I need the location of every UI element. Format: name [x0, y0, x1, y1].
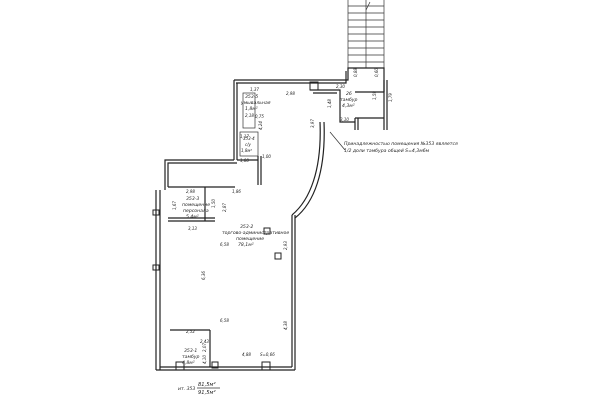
dim-179: 1,79: [388, 93, 393, 102]
dim-148: 1,48: [327, 99, 332, 108]
dim-658-b: 6,58: [220, 318, 229, 323]
dim-658-a: 6,58: [220, 242, 229, 247]
dim-075: 0,75: [255, 114, 264, 119]
interior-partitions: [168, 92, 262, 367]
dim-230: 2,30: [336, 84, 345, 89]
r2-id: 353-2: [240, 224, 253, 230]
r5-area: 1,8м²: [245, 106, 258, 112]
r2-area: 78,1м²: [238, 242, 254, 248]
totals-label: ит. 353: [178, 386, 195, 392]
dim-207: 2,07: [202, 343, 207, 352]
r3-name: помещение: [182, 203, 210, 208]
dim-310: 3,10: [340, 117, 349, 122]
dim-636: 6,36: [201, 271, 206, 280]
r3-id: 353-3: [186, 196, 199, 202]
r6-id: 26: [346, 91, 352, 97]
dim-167: 1,67: [172, 201, 177, 210]
r3-area: 5,4м²: [186, 214, 199, 220]
dim-218: 2,18: [245, 113, 254, 118]
r6-name: тамбур: [340, 97, 358, 103]
dim-100a: 1,00: [262, 154, 271, 159]
dim-293: 2,93: [283, 241, 288, 250]
columns: [152, 81, 319, 371]
dim-243: 2,43: [200, 339, 209, 344]
dim-410: 4,10: [202, 355, 207, 364]
dim-424: 4,24: [258, 121, 263, 130]
note-line2: 1/2 доли тамбура общей S=4,3м6м: [344, 148, 430, 154]
r5-id: 353-5: [245, 94, 258, 100]
total-1: 81,5м²: [198, 382, 216, 388]
note-line1: Принадлежностью помещения №353 является: [344, 141, 458, 147]
dim-s: S=0,66: [260, 352, 275, 357]
dim-117: 1,17: [240, 134, 249, 139]
upper-right-walls: [310, 80, 388, 151]
dim-298-mid: 2,98: [186, 189, 195, 194]
r3-name2: персонала: [183, 209, 209, 214]
r5-name: умывальная: [240, 101, 271, 106]
dim-060: 0,60: [374, 68, 379, 77]
r1-id: 353-1: [184, 348, 197, 354]
dim-088: 0,88: [353, 68, 358, 77]
dim-298-top: 2,98: [286, 91, 295, 96]
total-2: 91,5м²: [198, 390, 216, 396]
dim-137: 1,37: [250, 87, 259, 92]
dim-488: 4,88: [242, 352, 251, 357]
dim-313: 3,13: [188, 226, 197, 231]
r6-area: 4,3м²: [342, 103, 355, 109]
dim-252: 2,52: [186, 329, 195, 334]
dim-438: 4,38: [283, 321, 288, 330]
r1-name: тамбур: [182, 354, 200, 360]
dim-100b: 1,00: [240, 158, 249, 163]
dim-150: 1,50: [211, 199, 216, 208]
staircase: [347, 0, 385, 68]
r2-name: торгово-административное: [222, 231, 289, 236]
r2-name2: помещение: [236, 237, 264, 242]
dim-159: 1,59: [372, 91, 377, 100]
r4-id: 353-4: [243, 136, 255, 141]
r4-name: с/у: [245, 142, 252, 147]
dim-186: 1,86: [232, 189, 241, 194]
curved-wall: [291, 121, 325, 219]
dim-287: 2,87: [222, 203, 227, 212]
r1-area: 4,8м²: [182, 360, 195, 366]
dim-397: 3,97: [310, 119, 315, 128]
r4-area: 1,8м²: [241, 148, 252, 153]
